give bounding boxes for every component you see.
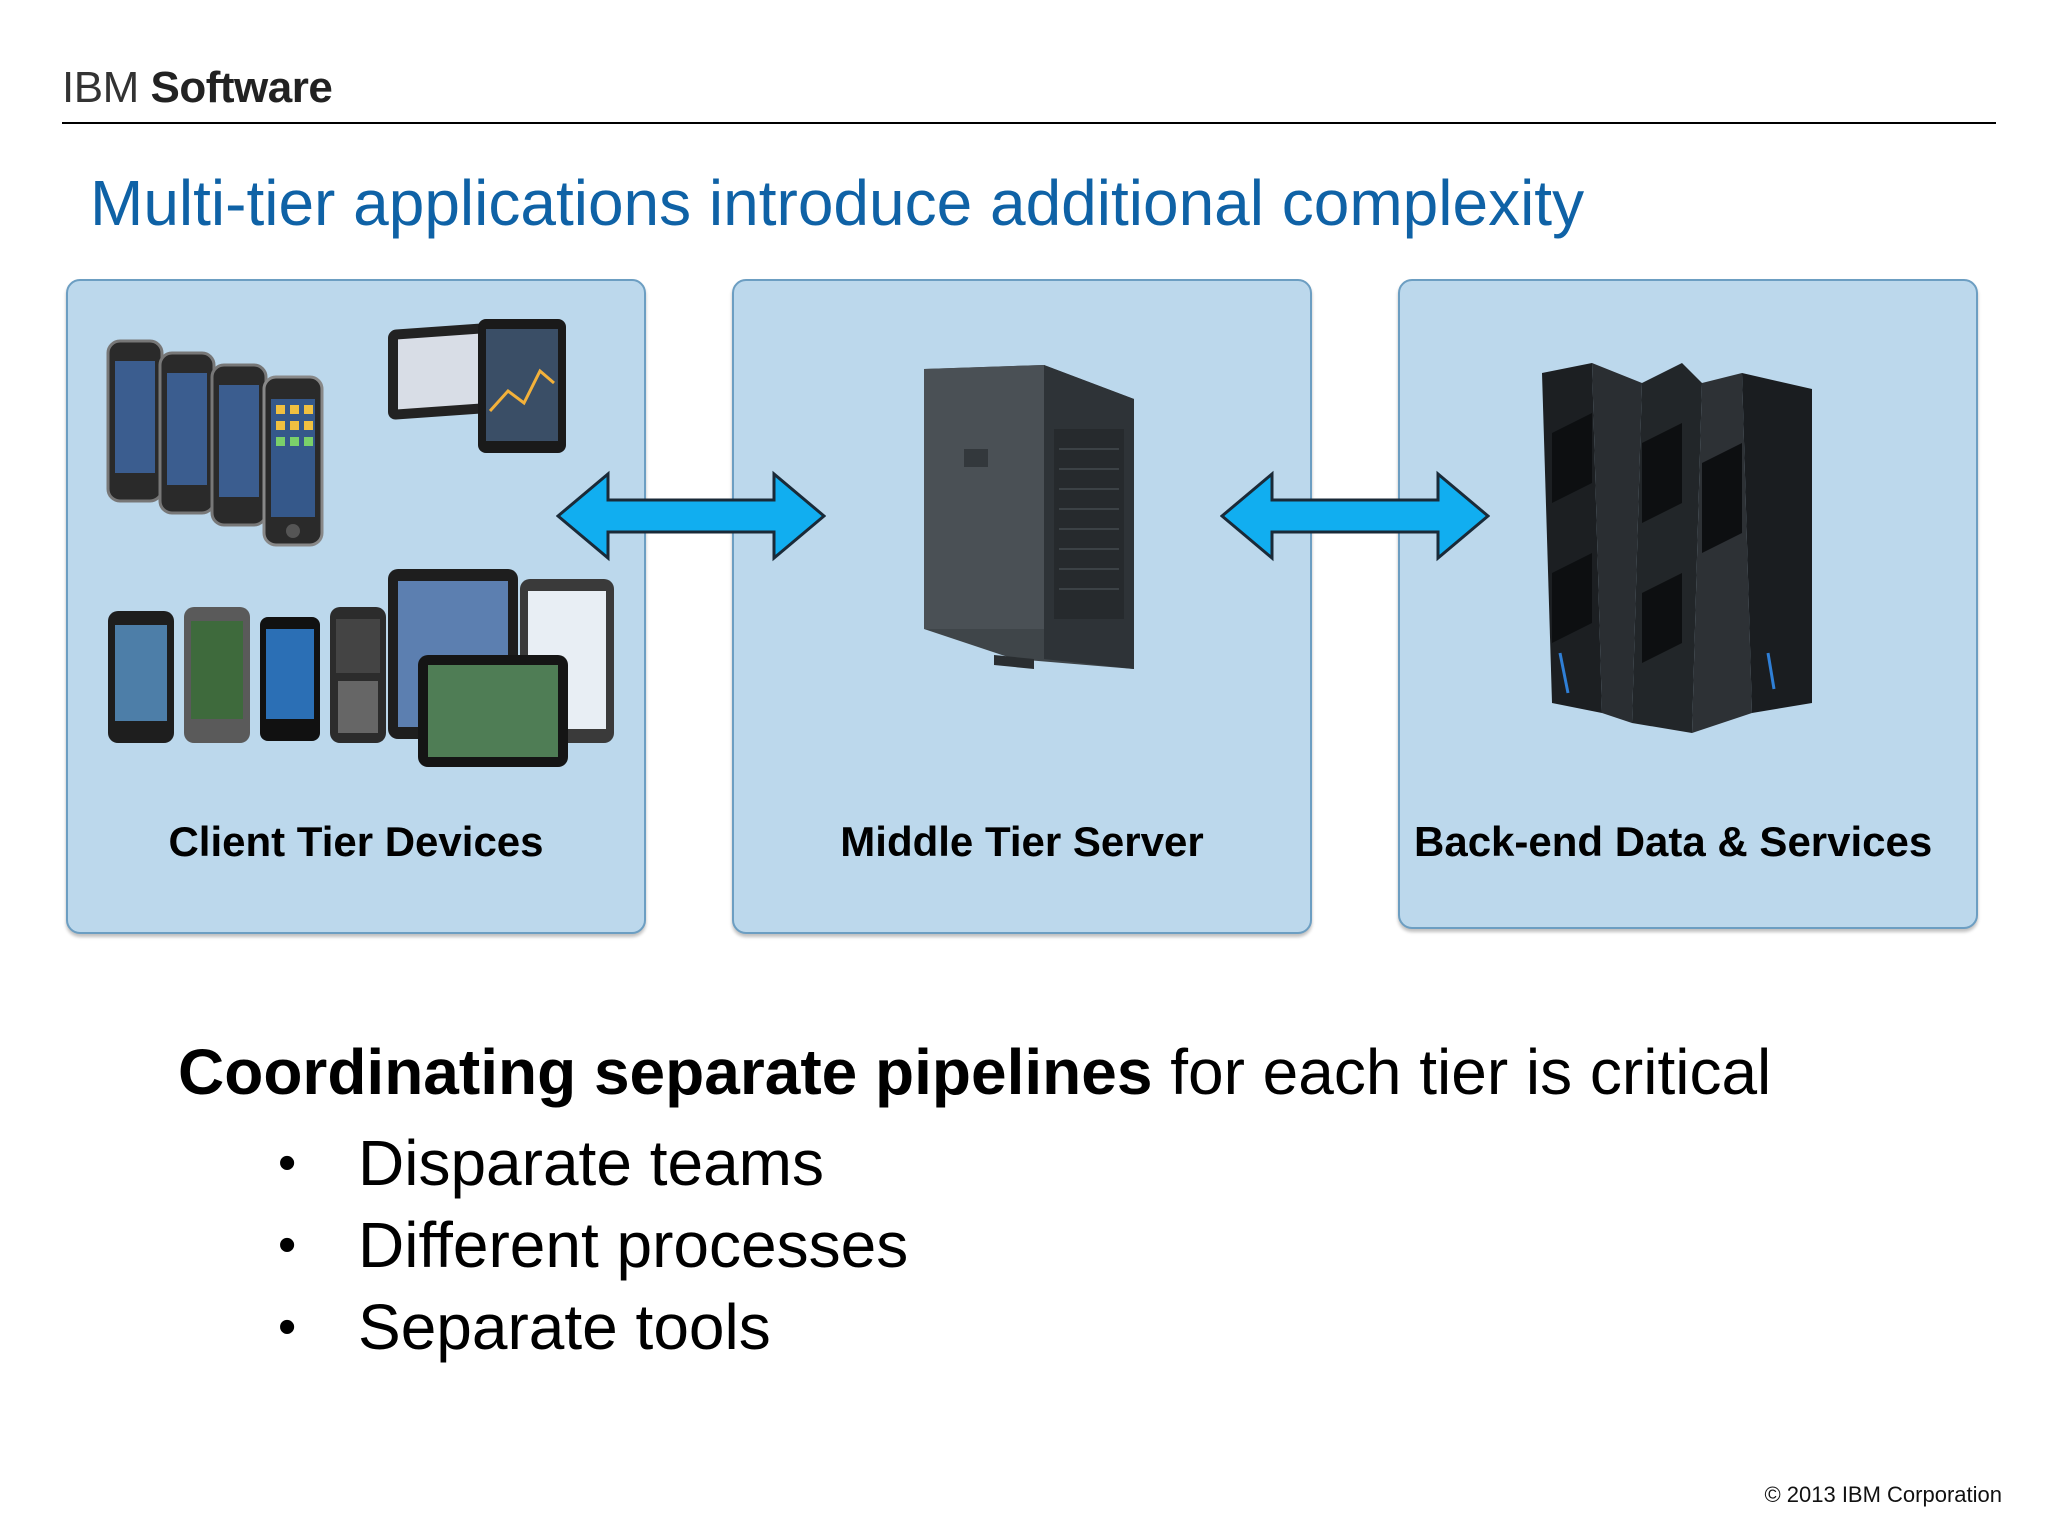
double-arrow-icon xyxy=(556,470,826,562)
double-arrow-icon xyxy=(1220,470,1490,562)
tablet-pair xyxy=(388,319,566,453)
brand-software: Software xyxy=(150,63,333,112)
lead-bold: Coordinating separate pipelines xyxy=(178,1036,1153,1108)
bullet-item: Separate tools xyxy=(278,1286,908,1368)
tier-middle-label: Middle Tier Server xyxy=(840,818,1204,865)
tablet-cluster xyxy=(388,569,614,767)
tier-middle-panel: Middle Tier Server xyxy=(732,279,1312,934)
lead-rest: for each tier is critical xyxy=(1152,1036,1772,1108)
phone-stack xyxy=(106,339,324,547)
bullet-item: Disparate teams xyxy=(278,1122,908,1204)
brand-ibm: IBM xyxy=(62,63,139,112)
tier-backend-label: Back-end Data & Services xyxy=(1414,818,1933,865)
tier-client-label: Client Tier Devices xyxy=(168,818,544,865)
slide-title: Multi-tier applications introduce additi… xyxy=(90,167,1585,239)
lead-statement: Coordinating separate pipelines for each… xyxy=(178,1040,1771,1104)
bullet-list: Disparate teams Different processes Sepa… xyxy=(278,1122,908,1368)
tower-server-icon xyxy=(924,365,1134,669)
connector-client-middle xyxy=(556,470,826,562)
header-rule xyxy=(62,122,1996,124)
tier-backend-panel: Back-end Data & Services xyxy=(1398,279,1978,929)
header-brand: IBM Software xyxy=(62,63,333,112)
tier-client-panel: Client Tier Devices xyxy=(66,279,646,934)
connector-middle-backend xyxy=(1220,470,1490,562)
phone-row xyxy=(108,607,386,743)
mobile-devices-icon xyxy=(106,319,614,767)
bullet-item: Different processes xyxy=(278,1204,908,1286)
mainframe-icon xyxy=(1542,363,1812,733)
copyright-footer: © 2013 IBM Corporation xyxy=(1764,1482,2002,1507)
